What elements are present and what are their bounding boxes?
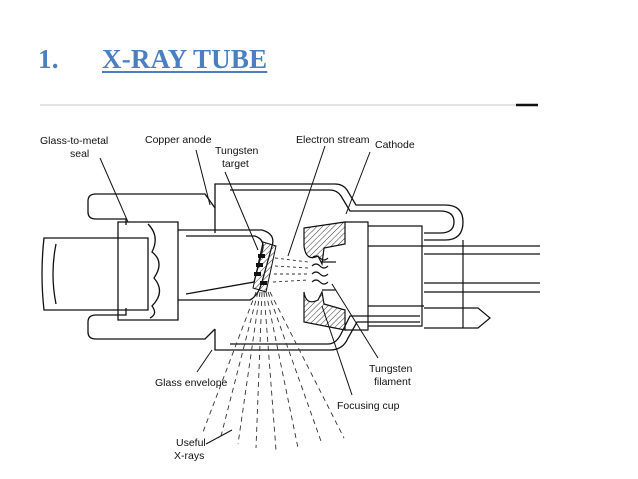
slide-title-text: X-RAY TUBE bbox=[102, 44, 268, 74]
label-glass-envelope: Glass envelope bbox=[155, 377, 228, 389]
cathode bbox=[303, 221, 424, 331]
label-focusing-cup: Focusing cup bbox=[337, 400, 400, 412]
label-electron-stream: Electron stream bbox=[296, 134, 370, 146]
slide-title: 1. X-RAY TUBE bbox=[38, 44, 267, 75]
tungsten-target bbox=[252, 241, 277, 293]
label-useful-x-rays-line2: X-rays bbox=[174, 450, 204, 462]
glass-envelope bbox=[87, 183, 464, 351]
label-glass-to-metal-seal-line1: Glass-to-metal bbox=[40, 135, 108, 147]
label-tungsten-target-line2: target bbox=[222, 158, 249, 170]
slide-number: 1. bbox=[38, 44, 59, 74]
label-useful-x-rays-line1: Useful bbox=[176, 437, 206, 449]
diagram-labels: Glass-to-metal seal Copper anode Tungste… bbox=[40, 134, 415, 462]
label-cathode: Cathode bbox=[375, 139, 415, 151]
label-tungsten-target-line1: Tungsten bbox=[215, 145, 259, 157]
copper-anode bbox=[41, 221, 274, 321]
label-glass-to-metal-seal-line2: seal bbox=[70, 148, 89, 160]
leader-lines bbox=[99, 145, 379, 445]
label-copper-anode: Copper anode bbox=[145, 134, 212, 146]
electron-stream bbox=[272, 257, 309, 283]
label-tungsten-filament-line2: filament bbox=[374, 376, 411, 388]
label-tungsten-filament-line1: Tungsten bbox=[369, 363, 413, 375]
cathode-leads bbox=[424, 240, 540, 329]
useful-x-rays bbox=[202, 291, 345, 451]
